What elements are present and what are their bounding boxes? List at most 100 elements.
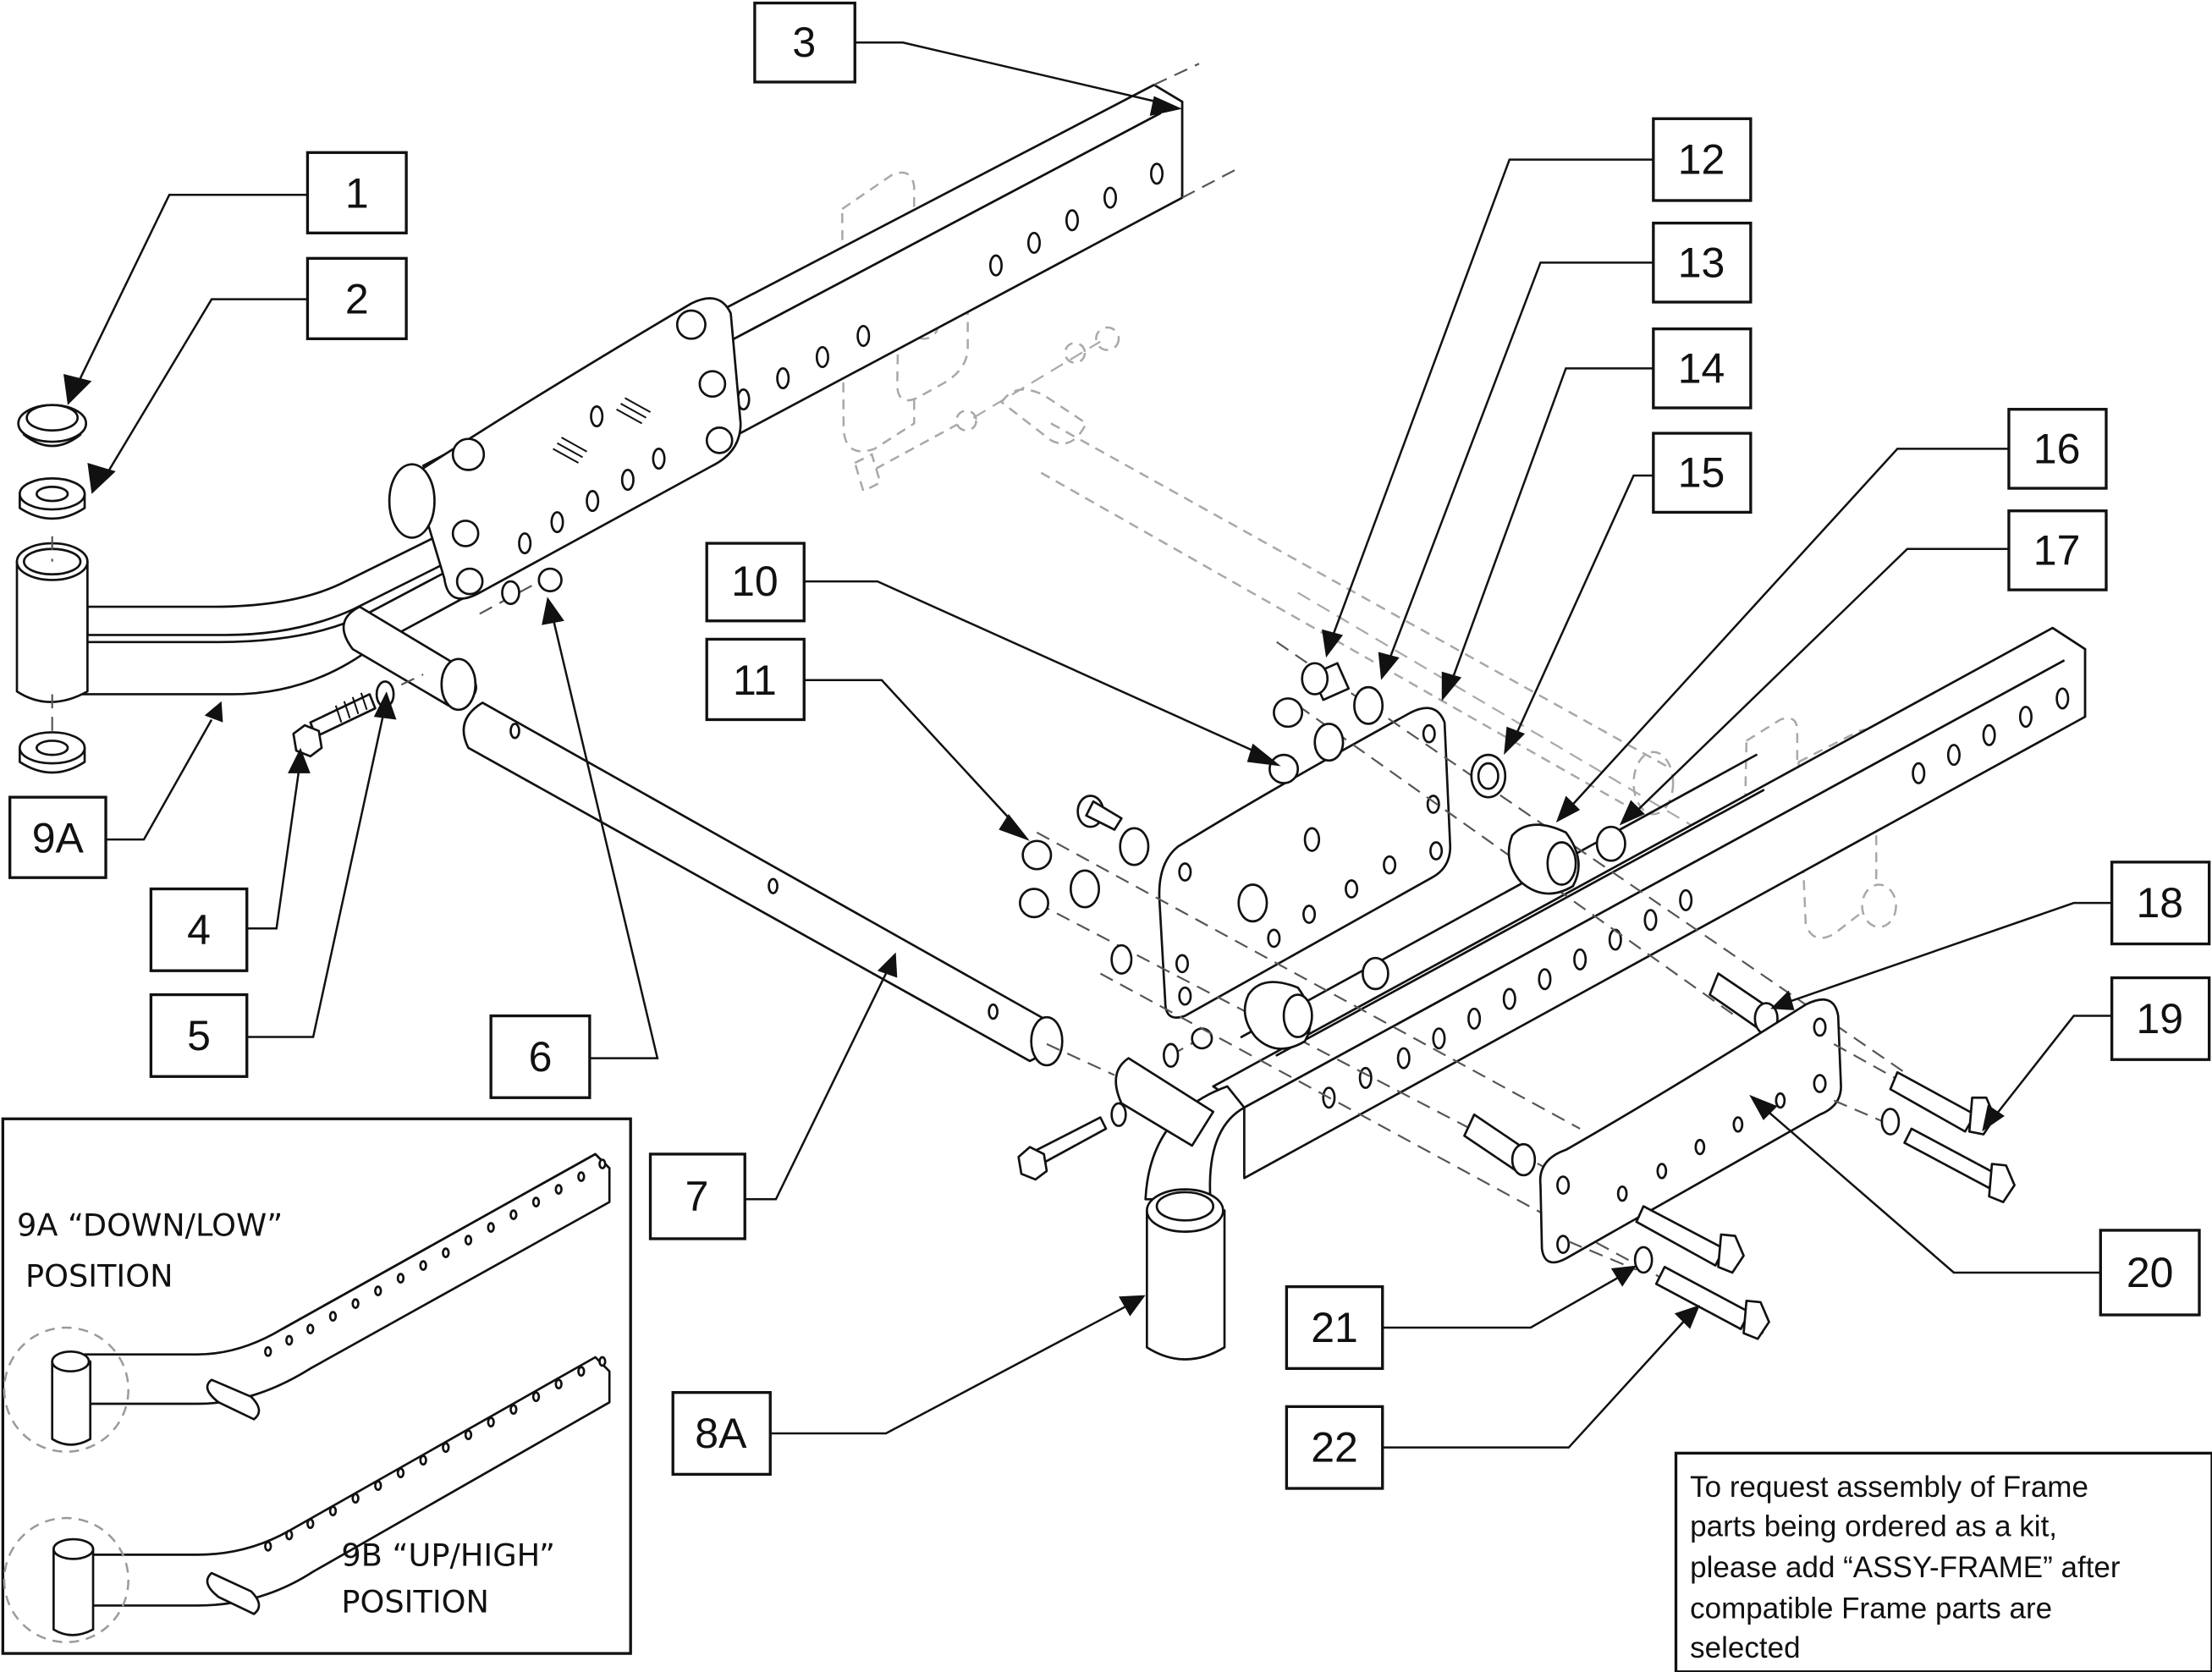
- leader-21: [1382, 1275, 1620, 1329]
- callout-box: [2110, 861, 2211, 946]
- spacer-17: [1595, 825, 1626, 862]
- end-cap-axis: [1153, 63, 1242, 199]
- callout-box: [149, 993, 249, 1078]
- leader-16: [1571, 448, 2009, 806]
- callout-label: 17: [2033, 526, 2081, 574]
- callout-box: [753, 1, 856, 84]
- note-frame: [1674, 1451, 2212, 1672]
- inset-9B-socket: [206, 1571, 261, 1615]
- callout-box: [305, 256, 408, 341]
- callout-label: 2: [345, 276, 369, 323]
- note-line-2: parts being ordered as a kit,: [1690, 1510, 2057, 1543]
- callout-box: [1652, 327, 1753, 410]
- spacer-nut: [1362, 956, 1389, 991]
- plate-bolt: [451, 437, 486, 471]
- callout-label: 15: [1678, 449, 1725, 497]
- plate-body: [414, 297, 742, 600]
- spacer-15-bore: [1477, 762, 1499, 790]
- cap-top: [25, 404, 80, 432]
- arrowhead-16: [1555, 795, 1581, 823]
- spacer: [1237, 883, 1268, 923]
- bolt-8A-shank: [1035, 1116, 1108, 1164]
- leader-14: [1451, 367, 1653, 678]
- ghost-axle-end: [1632, 751, 1675, 816]
- washer: [1069, 869, 1100, 909]
- leader-18: [1788, 901, 2112, 1004]
- bolt-head: [1988, 1163, 2016, 1203]
- arrowhead-8A: [1119, 1295, 1146, 1317]
- inset-9A-socket: [206, 1378, 261, 1421]
- callout-15: 15: [1652, 432, 1753, 514]
- plate-nut: [455, 567, 484, 596]
- leader-lines: [63, 41, 2112, 1449]
- callout-box: [8, 795, 107, 879]
- cross-tube-axis: [1046, 1042, 1115, 1076]
- arrowhead-21: [1610, 1265, 1637, 1287]
- callout-label: 22: [1311, 1424, 1358, 1471]
- hardware-axis: [479, 575, 551, 615]
- arrowhead-19: [1982, 1104, 2005, 1132]
- caster-housing-8A: [1017, 1027, 1246, 1361]
- ghost-axle-mount: [999, 388, 1088, 445]
- bearing-bore: [36, 486, 69, 503]
- inset-9B-housing: [52, 1548, 95, 1636]
- inset-9B-highlight-circle: [3, 1516, 129, 1643]
- callout-label: 3: [792, 19, 816, 66]
- bearing-bore: [36, 740, 69, 756]
- plate-nut: [451, 520, 480, 547]
- cap-rim: [23, 433, 82, 448]
- callout-1: 1: [305, 151, 408, 234]
- plate-bolt: [675, 309, 707, 340]
- arrowhead-15: [1504, 726, 1526, 756]
- lower-rail-holes: [1322, 687, 2070, 1109]
- note-line-1: To request assembly of Frame: [1690, 1471, 2088, 1504]
- callout-label: 14: [1678, 344, 1725, 392]
- callout-label: 21: [1311, 1304, 1358, 1351]
- callout-box: [1652, 221, 1753, 304]
- bolt-head: [292, 723, 323, 758]
- arrowhead-18: [1770, 990, 1795, 1010]
- callout-7: 7: [648, 1152, 746, 1240]
- nut-10: [1268, 753, 1300, 784]
- ghost-washer: [1064, 342, 1087, 364]
- callout-box: [2099, 1229, 2201, 1317]
- callout-17: 17: [2007, 509, 2108, 591]
- note-line-5: selected: [1690, 1631, 1800, 1664]
- arrowhead-14: [1441, 671, 1462, 701]
- washer: [1163, 1042, 1180, 1068]
- cross-tube-body: [462, 701, 1052, 1063]
- arrowhead-12: [1322, 629, 1344, 658]
- leader-2: [104, 298, 308, 476]
- callout-label: 20: [2127, 1249, 2174, 1296]
- leader-19: [1995, 1015, 2112, 1116]
- cross-tube-end: [1030, 1015, 1064, 1067]
- callout-box: [489, 1014, 592, 1099]
- caster-cap-part-1: [17, 404, 88, 448]
- arrowhead-17: [1619, 800, 1645, 826]
- arrowhead-13: [1378, 652, 1400, 680]
- position-inset: 9A “DOWN/LOW” POSITION: [1, 1117, 632, 1655]
- caster-housing-bore: [1155, 1191, 1215, 1222]
- bolt-8A-head: [1017, 1146, 1048, 1181]
- washer-8A: [1110, 1102, 1127, 1127]
- lower-side-rail: [1212, 626, 2087, 1180]
- arrowhead-7: [877, 952, 898, 978]
- washer: [1110, 943, 1133, 975]
- callout-box: [705, 542, 806, 623]
- arrowhead-3: [1149, 96, 1183, 116]
- leader-9A: [106, 718, 213, 841]
- plate-body: [1158, 707, 1452, 1019]
- leader-4: [246, 768, 300, 930]
- ghost-bolt: [860, 422, 960, 478]
- arrowhead-6: [542, 597, 564, 625]
- callout-box: [1285, 1284, 1384, 1370]
- callout-3: 3: [753, 1, 856, 84]
- bushings-15-17: [1237, 753, 1626, 1050]
- socket-opening: [440, 657, 477, 712]
- inset-label-9B-position: POSITION: [341, 1584, 489, 1620]
- callout-22: 22: [1285, 1405, 1384, 1490]
- arrowhead-22: [1674, 1305, 1700, 1329]
- callout-label: 5: [187, 1012, 211, 1059]
- lower-rail-end: [2051, 626, 2087, 718]
- hardware-parts-10-13: [1018, 662, 1384, 975]
